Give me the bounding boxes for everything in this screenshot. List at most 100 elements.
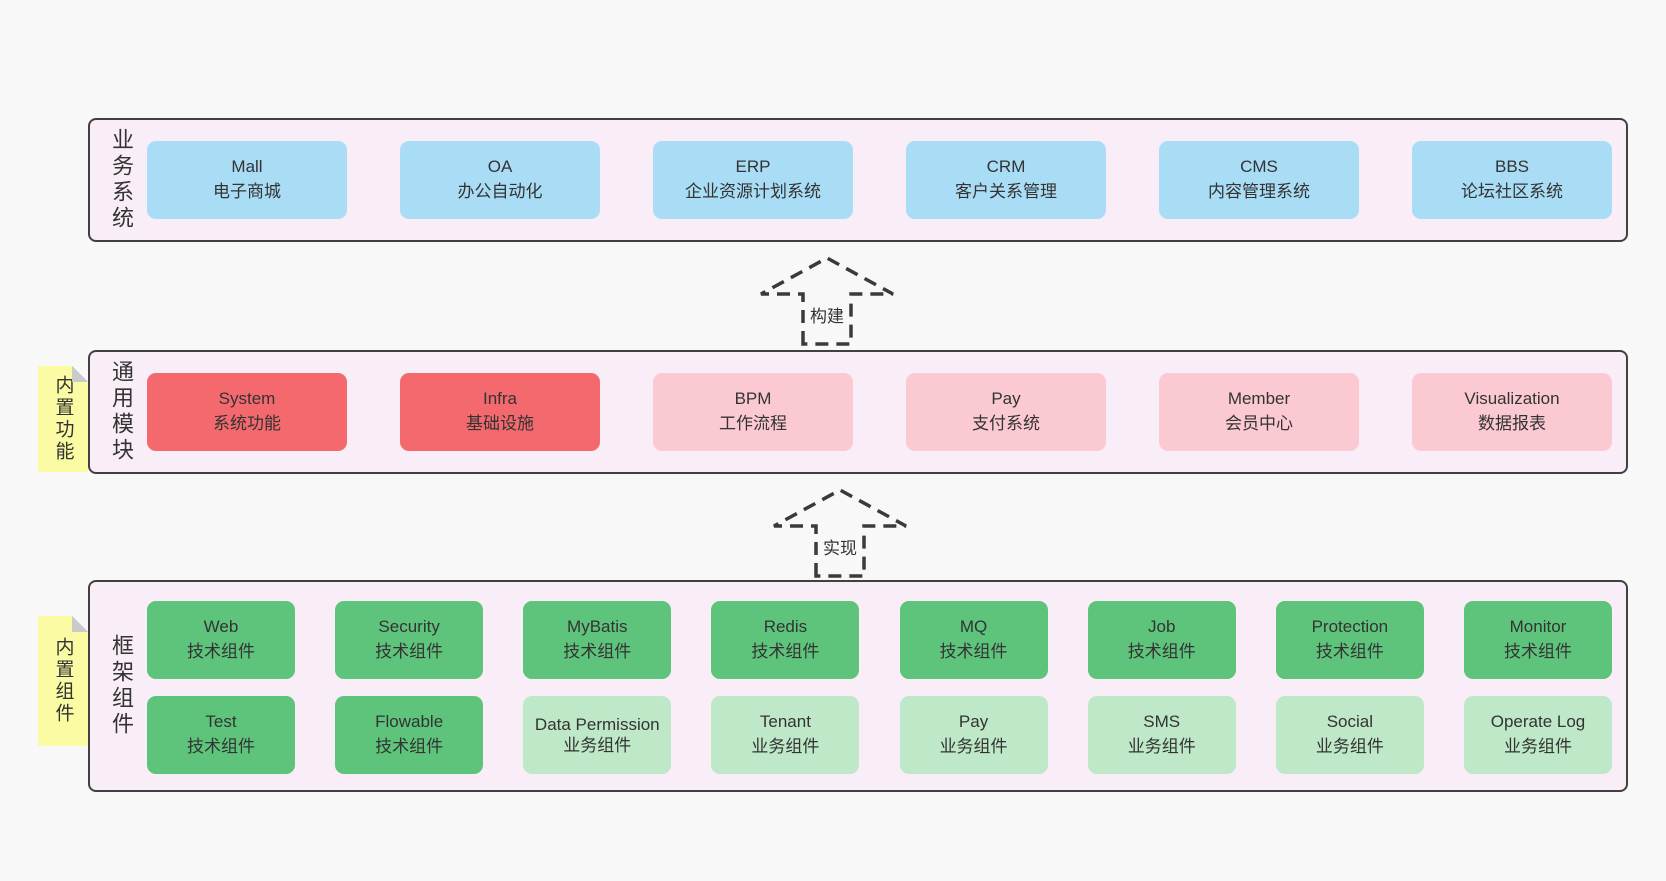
box-subtitle: 技术组件 xyxy=(751,642,820,661)
box-protection: Protection 技术组件 xyxy=(1275,601,1424,679)
box-web: Web 技术组件 xyxy=(147,601,295,679)
box-test: Test 技术组件 xyxy=(147,696,295,774)
box-title: CRM xyxy=(986,157,1026,177)
box-title: Visualization xyxy=(1464,389,1560,409)
box-title: Flowable xyxy=(375,712,444,732)
arrow-build-label: 构建 xyxy=(806,301,848,327)
box-title: Test xyxy=(205,712,237,732)
box-redis: Redis 技术组件 xyxy=(711,601,860,679)
box-title: Security xyxy=(378,617,440,637)
box-erp: ERP 企业资源计划系统 xyxy=(653,141,853,219)
sticky-built-in-components-label: 内置组件 xyxy=(52,637,74,725)
box-title: BBS xyxy=(1494,157,1530,177)
box-subtitle: 业务组件 xyxy=(1503,737,1572,756)
sticky-built-in-components: 内置组件 xyxy=(38,616,88,746)
band-business-content: Mall 电子商城 OA 办公自动化 ERP 企业资源计划系统 CRM 客户关系… xyxy=(147,120,1612,240)
box-subtitle: 工作流程 xyxy=(719,414,787,433)
box-mall: Mall 电子商城 xyxy=(147,141,347,219)
box-subtitle: 业务组件 xyxy=(563,736,632,755)
box-monitor: Monitor 技术组件 xyxy=(1463,601,1612,679)
band-components-label: 框架组件 xyxy=(109,634,134,738)
box-title: SMS xyxy=(1143,712,1181,732)
box-title: Protection xyxy=(1311,617,1389,637)
box-title: Infra xyxy=(482,389,518,409)
box-mq: MQ 技术组件 xyxy=(899,601,1048,679)
box-title: Social xyxy=(1326,712,1373,732)
box-mybatis: MyBatis 技术组件 xyxy=(523,601,672,679)
box-oa: OA 办公自动化 xyxy=(400,141,600,219)
box-title: Pay xyxy=(991,389,1021,409)
box-title: BPM xyxy=(734,389,772,409)
dashed-up-arrow-icon xyxy=(773,488,907,578)
box-data-permission: Data Permission 业务组件 xyxy=(523,696,672,774)
band-business-label: 业务系统 xyxy=(109,128,134,232)
box-title: MyBatis xyxy=(567,617,628,637)
band-framework-components: 框架组件 Web 技术组件 Security 技术组件 MyBatis 技术组件… xyxy=(88,580,1628,792)
box-subtitle: 技术组件 xyxy=(1503,642,1572,661)
box-subtitle: 技术组件 xyxy=(563,642,632,661)
components-row-2: Test 技术组件 Flowable 技术组件 Data Permission … xyxy=(147,696,1612,774)
box-subtitle: 数据报表 xyxy=(1478,414,1546,433)
arrow-implement: 实现 xyxy=(770,486,910,578)
box-crm: CRM 客户关系管理 xyxy=(906,141,1106,219)
box-subtitle: 技术组件 xyxy=(375,642,444,661)
box-cms: CMS 内容管理系统 xyxy=(1159,141,1359,219)
box-title: Member xyxy=(1227,389,1291,409)
box-subtitle: 内容管理系统 xyxy=(1208,182,1310,201)
dashed-up-arrow-icon xyxy=(760,256,894,346)
box-system: System 系统功能 xyxy=(147,373,347,451)
box-title: Operate Log xyxy=(1490,712,1586,732)
band-components-content: Web 技术组件 Security 技术组件 MyBatis 技术组件 Redi… xyxy=(147,601,1612,774)
box-title: OA xyxy=(487,157,513,177)
box-title: Mall xyxy=(231,157,263,177)
box-security: Security 技术组件 xyxy=(335,601,484,679)
box-subtitle: 业务组件 xyxy=(1127,737,1196,756)
box-member: Member 会员中心 xyxy=(1159,373,1359,451)
box-flowable: Flowable 技术组件 xyxy=(335,696,484,774)
sticky-built-in-functions: 内置功能 xyxy=(38,366,88,472)
box-pay-component: Pay 业务组件 xyxy=(899,696,1048,774)
box-subtitle: 技术组件 xyxy=(375,737,444,756)
band-common-modules: 通用模块 System 系统功能 Infra 基础设施 BPM 工作流程 Pay… xyxy=(88,350,1628,474)
box-subtitle: 企业资源计划系统 xyxy=(685,182,821,201)
box-title: Web xyxy=(203,617,239,637)
box-subtitle: 基础设施 xyxy=(466,414,534,433)
box-subtitle: 业务组件 xyxy=(751,737,820,756)
arrow-build: 构建 xyxy=(757,254,897,346)
box-job: Job 技术组件 xyxy=(1087,601,1236,679)
box-subtitle: 技术组件 xyxy=(187,642,255,661)
box-subtitle: 系统功能 xyxy=(213,414,281,433)
sticky-fold-icon xyxy=(72,366,88,382)
box-operate-log: Operate Log 业务组件 xyxy=(1463,696,1612,774)
arrow-implement-label: 实现 xyxy=(819,533,861,559)
box-bpm: BPM 工作流程 xyxy=(653,373,853,451)
box-subtitle: 技术组件 xyxy=(939,642,1008,661)
box-subtitle: 论坛社区系统 xyxy=(1461,182,1563,201)
box-visualization: Visualization 数据报表 xyxy=(1412,373,1612,451)
box-tenant: Tenant 业务组件 xyxy=(711,696,860,774)
box-subtitle: 业务组件 xyxy=(939,737,1008,756)
box-title: Redis xyxy=(763,617,808,637)
box-subtitle: 支付系统 xyxy=(972,414,1040,433)
box-subtitle: 技术组件 xyxy=(1127,642,1196,661)
box-title: MQ xyxy=(959,617,988,637)
box-title: Tenant xyxy=(759,712,811,732)
box-subtitle: 技术组件 xyxy=(1315,642,1384,661)
box-title: ERP xyxy=(735,157,771,177)
sticky-built-in-functions-label: 内置功能 xyxy=(52,375,74,463)
components-row-1: Web 技术组件 Security 技术组件 MyBatis 技术组件 Redi… xyxy=(147,601,1612,679)
box-pay-system: Pay 支付系统 xyxy=(906,373,1106,451)
box-title: Monitor xyxy=(1509,617,1567,637)
band-business-systems: 业务系统 Mall 电子商城 OA 办公自动化 ERP 企业资源计划系统 CRM… xyxy=(88,118,1628,242)
box-title: CMS xyxy=(1240,157,1278,177)
box-title: System xyxy=(218,389,276,409)
box-subtitle: 电子商城 xyxy=(213,182,281,201)
band-modules-label: 通用模块 xyxy=(109,360,134,464)
box-subtitle: 业务组件 xyxy=(1315,737,1384,756)
sticky-fold-icon xyxy=(72,616,88,632)
box-title: Pay xyxy=(958,712,989,732)
box-sms: SMS 业务组件 xyxy=(1087,696,1236,774)
box-title: Data Permission xyxy=(534,714,660,734)
box-bbs: BBS 论坛社区系统 xyxy=(1412,141,1612,219)
box-social: Social 业务组件 xyxy=(1275,696,1424,774)
